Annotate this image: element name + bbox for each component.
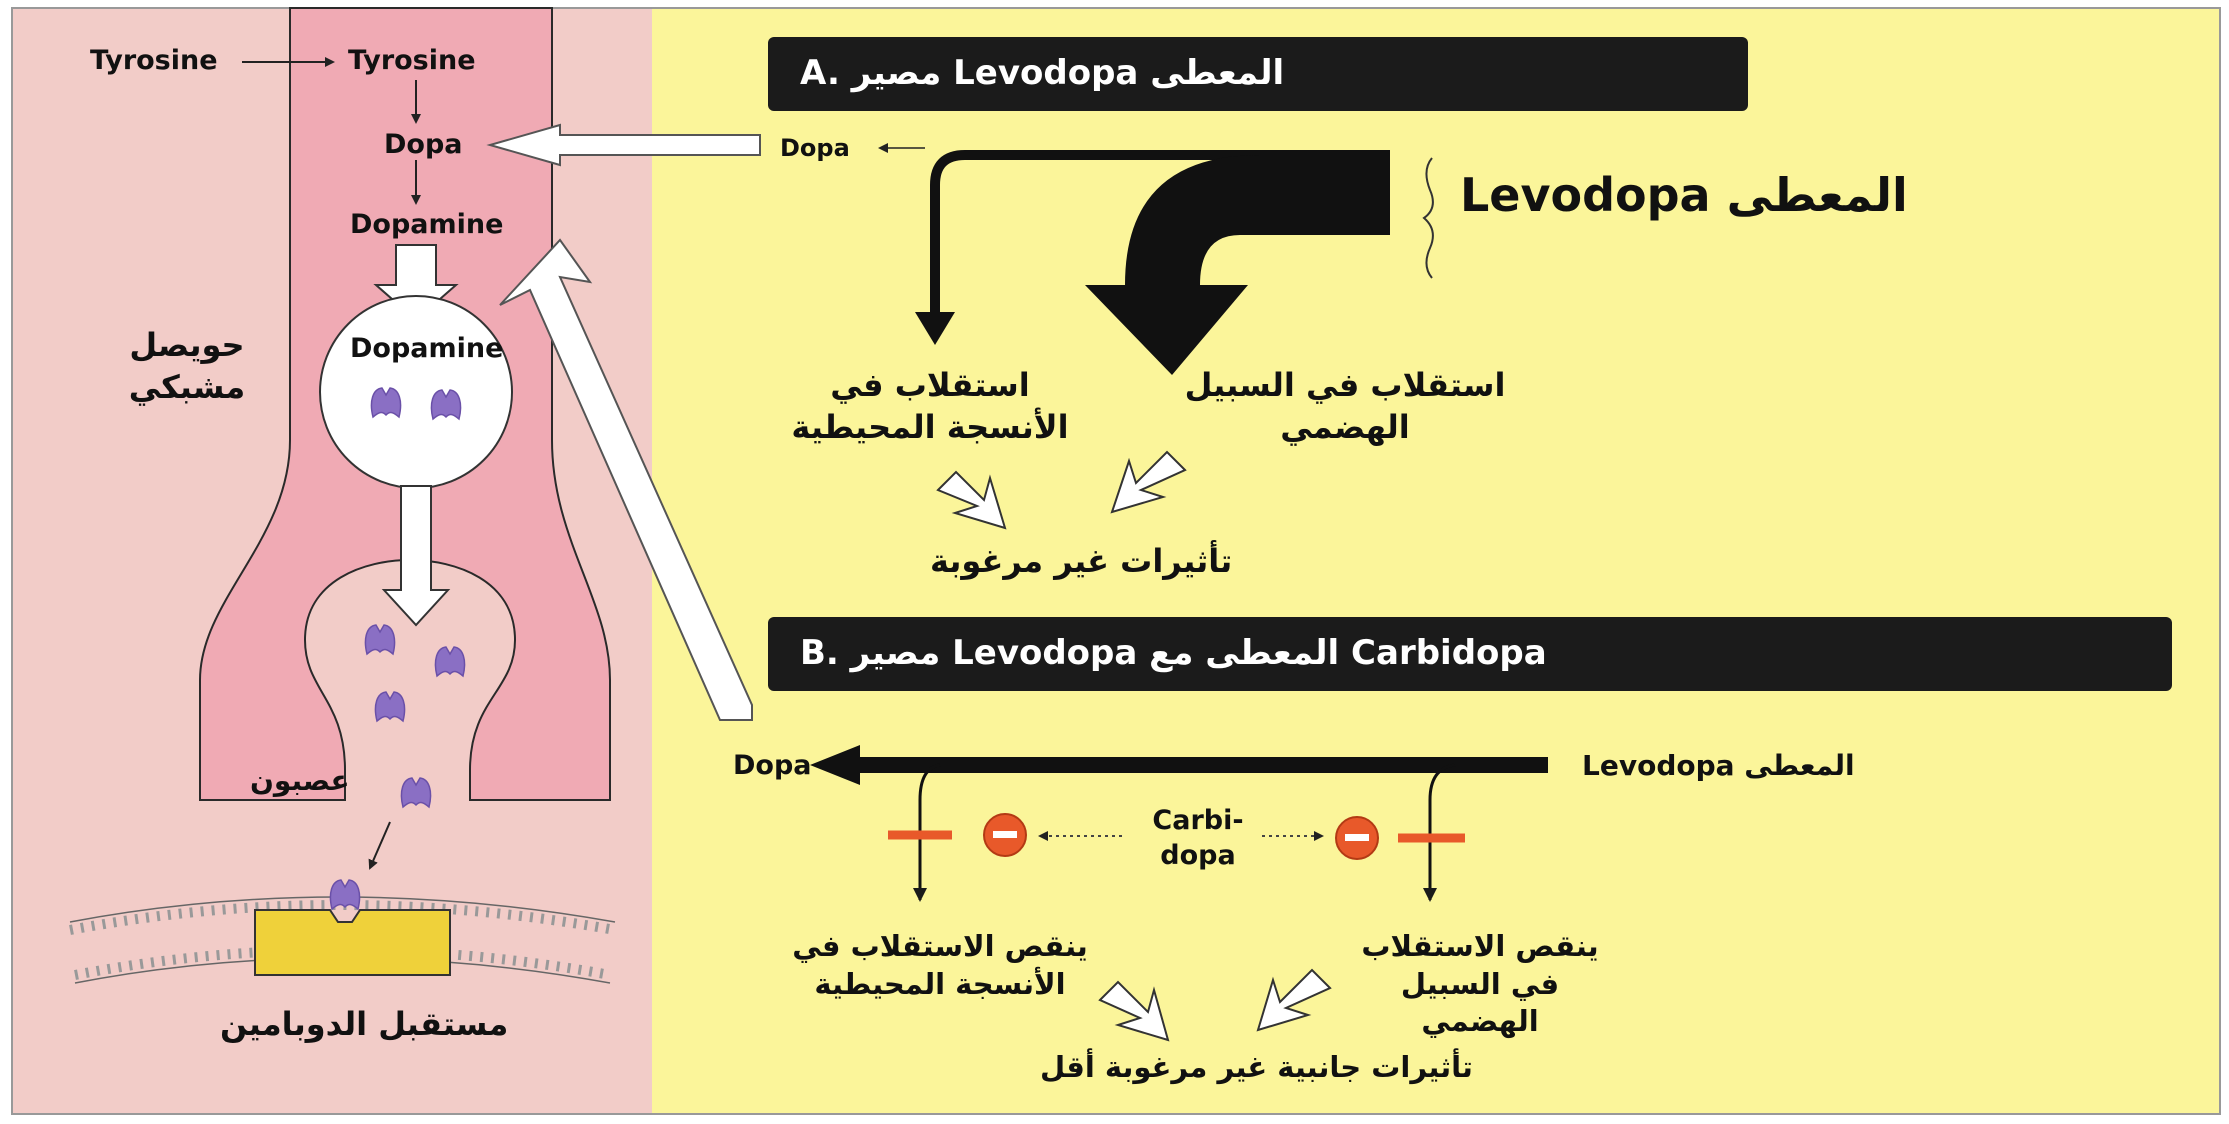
dopa-label-b: Dopa [733,752,812,779]
section-b-title: B. مصير Levodopa المعطى مع Carbidopa [800,636,1600,670]
synaptic-vesicle [320,296,512,488]
dopamine-receptor-label: مستقبل الدوبامين [220,1008,508,1040]
adverse-effects-label: تأثيرات غير مرغوبة [930,545,1232,577]
dopamine-label-vesicle: Dopamine [350,335,503,362]
dopa-label-a: Dopa [780,136,850,160]
dopamine-receptor-block [255,910,450,975]
carbidopa-label: Carbi- dopa [1128,803,1268,873]
tyrosine-outside-label: Tyrosine [90,47,218,74]
reduced-gi-label: ينقص الاستقلاب في السبيل الهضمي [1345,928,1615,1041]
neuron-label: عصبون [250,767,350,795]
fewer-side-effects-label: تأثيرات جانبية غير مرغوبة أقل [1040,1053,1473,1082]
peripheral-metabolism-label: استقلاب في الأنسجة المحيطية [770,365,1090,448]
levodopa-given-label-a: Levodopa المعطى [1460,172,1908,218]
tyrosine-inside-label: Tyrosine [348,47,476,74]
dopamine-label-neuron: Dopamine [350,211,503,238]
dopa-label-neuron: Dopa [384,131,463,158]
levodopa-given-label-b: Levodopa المعطى [1582,752,1855,780]
section-a-title: A. مصير Levodopa المعطى [800,56,1380,90]
synaptic-vesicle-label: حويصل مشبكي [112,325,262,408]
gi-metabolism-label: استقلاب في السبيل الهضمي [1175,365,1515,448]
reduced-peripheral-label: ينقص الاستقلاب في الأنسجة المحيطية [770,928,1110,1003]
